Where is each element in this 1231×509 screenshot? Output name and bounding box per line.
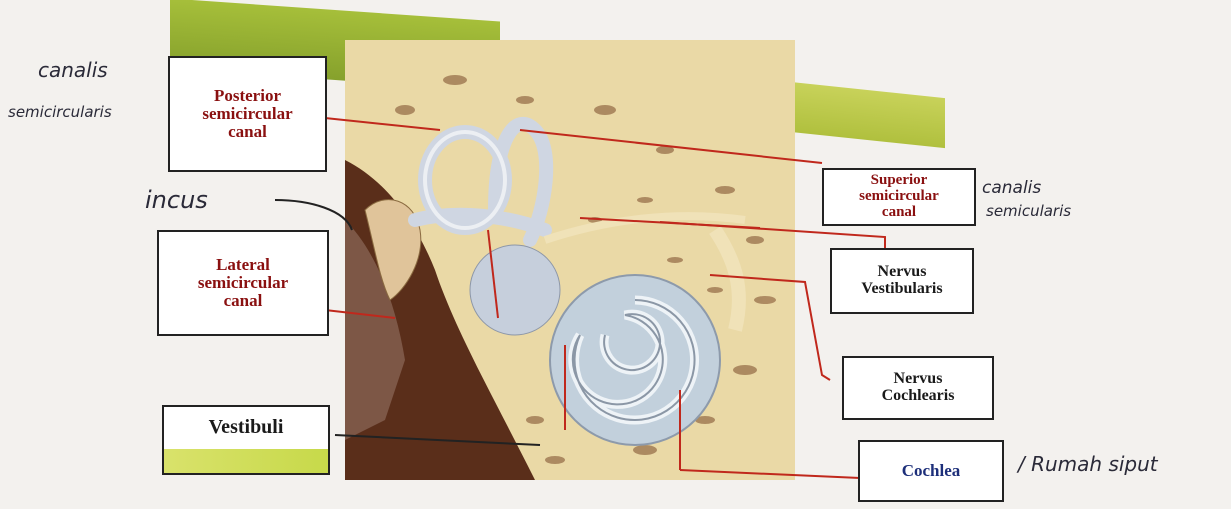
label-cochlea: Cochlea bbox=[858, 440, 1004, 502]
label-vestibuli: Vestibuli bbox=[209, 417, 284, 438]
handwritten-note-canalis: canalis bbox=[38, 58, 108, 82]
label-nervus-cochlearis: Nervus Cochlearis bbox=[842, 356, 994, 420]
label-lateral-semicircular-canal: Lateral semicircular canal bbox=[157, 230, 329, 336]
label-superior-semicircular-canal: Superior semicircular canal bbox=[822, 168, 976, 226]
handwritten-note-incus: incus bbox=[145, 186, 208, 214]
handwritten-note-semicularis-superior: semicularis bbox=[986, 202, 1071, 220]
apple-decoration bbox=[164, 449, 328, 473]
handwritten-note-rumah-siput: / Rumah siput bbox=[1018, 452, 1158, 476]
handwritten-note-semicircularis: semicircularis bbox=[8, 103, 112, 121]
label-posterior-semicircular-canal: Posterior semicircular canal bbox=[168, 56, 327, 172]
label-nervus-vestibularis: Nervus Vestibularis bbox=[830, 248, 974, 314]
label-vestibuli-box: Vestibuli bbox=[162, 405, 330, 475]
handwritten-note-canalis-superior: canalis bbox=[982, 178, 1041, 198]
